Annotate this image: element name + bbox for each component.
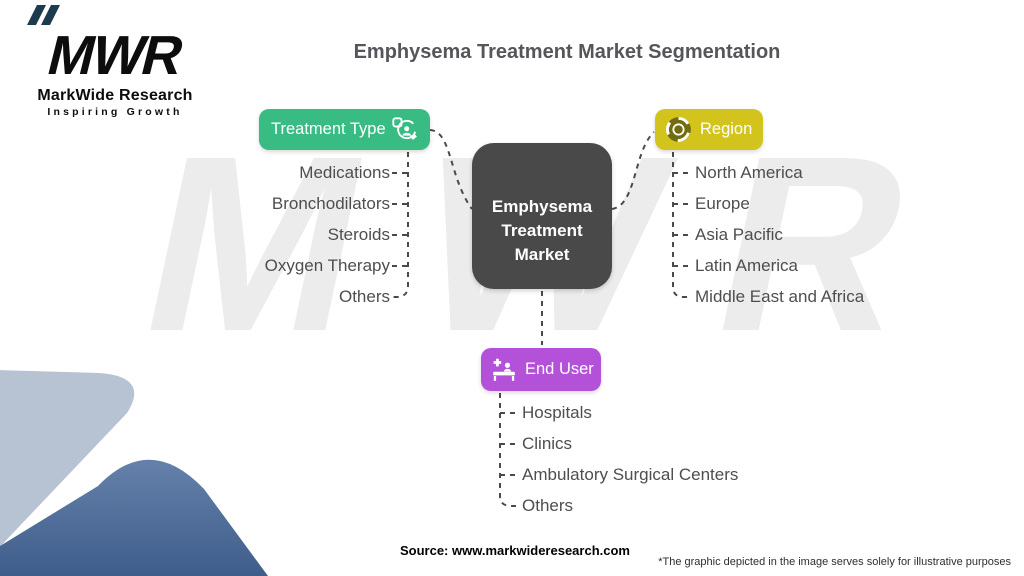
- segment-item: Latin America: [695, 256, 798, 275]
- source-text: Source: www.markwideresearch.com: [399, 543, 630, 558]
- page-title: Emphysema Treatment Market Segmentation: [353, 41, 781, 63]
- segment-item: Europe: [695, 194, 750, 213]
- corner-accent-mark: [27, 5, 60, 25]
- segment-item: Middle East and Africa: [695, 287, 865, 306]
- branch-node-end-user: End User: [481, 348, 601, 391]
- corner-shape-dark: [0, 459, 268, 576]
- branch-label: End User: [525, 360, 594, 378]
- branch-label: Treatment Type: [271, 120, 386, 138]
- center-node: Emphysema Treatment Market: [472, 143, 612, 289]
- logo-name: MarkWide Research: [37, 87, 193, 105]
- segment-item: Medications: [299, 163, 390, 182]
- segment-item: North America: [695, 163, 803, 182]
- branch-node-treatment-type: Treatment Type: [259, 109, 430, 150]
- center-node-line: Market: [514, 244, 570, 264]
- center-node-line: Treatment: [501, 221, 583, 241]
- connector-center-treatment-type: [429, 129, 473, 210]
- connector-end-user-spine: [499, 393, 516, 507]
- segment-item: Hospitals: [522, 403, 592, 422]
- segment-item: Bronchodilators: [271, 194, 390, 213]
- corner-shape-light: [0, 370, 135, 547]
- segment-item: Steroids: [327, 225, 390, 244]
- segment-item: Others: [338, 287, 390, 306]
- user-cycle-edit-icon: [392, 116, 417, 140]
- markwide-logo: MWR MarkWide Research Inspiring Growth: [33, 24, 197, 119]
- disclaimer-text: *The graphic depicted in the image serve…: [658, 556, 1011, 568]
- segment-item: Others: [522, 496, 574, 515]
- logo-monogram: MWR: [41, 24, 189, 86]
- center-node-line: Emphysema: [491, 197, 593, 217]
- globe-icon: [665, 117, 691, 142]
- hospital-bed-icon: [493, 358, 515, 381]
- logo-tagline: Inspiring Growth: [47, 106, 183, 119]
- segment-item: Oxygen Therapy: [264, 256, 390, 275]
- segment-item: Ambulatory Surgical Centers: [522, 465, 739, 484]
- connector-center-region: [611, 131, 655, 210]
- branch-node-region: Region: [655, 109, 763, 150]
- segment-item: Asia Pacific: [695, 225, 783, 244]
- segment-item: Clinics: [522, 434, 573, 453]
- connector-treatment-type-spine: [391, 152, 409, 298]
- region-list: North America Europe Asia Pacific Latin …: [695, 162, 864, 317]
- end-user-list: Hospitals Clinics Ambulatory Surgical Ce…: [522, 402, 738, 526]
- treatment-type-list: Medications Bronchodilators Steroids Oxy…: [265, 162, 390, 317]
- connector-region-spine: [672, 152, 689, 298]
- branch-label: Region: [700, 120, 753, 138]
